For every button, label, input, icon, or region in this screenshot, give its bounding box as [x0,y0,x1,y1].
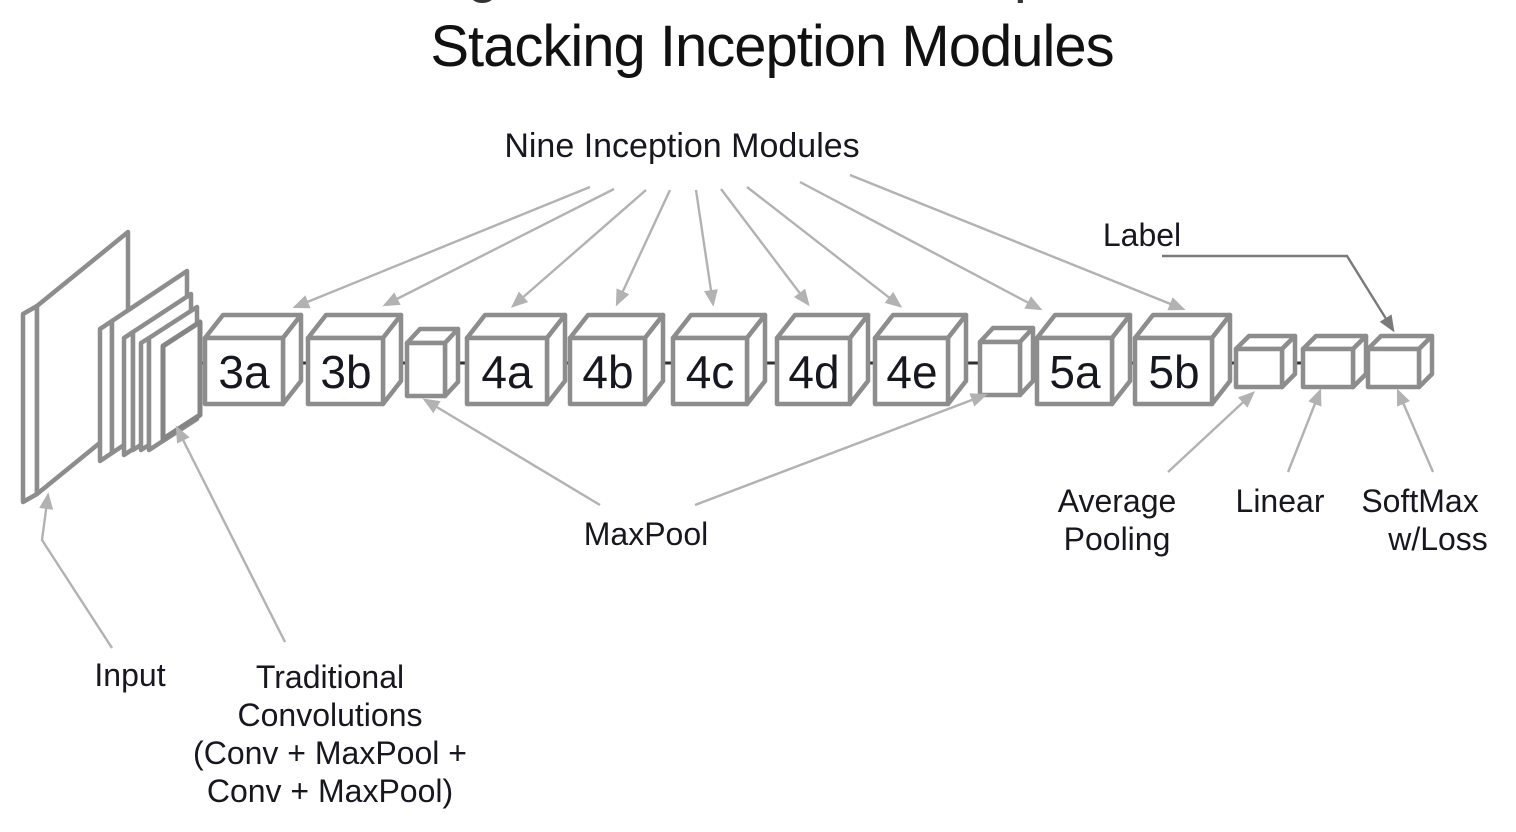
maxpool-pointer-arrow-left [422,398,601,507]
traditional-convolutions-stack [97,268,203,464]
fan-arrow-4c [694,189,718,307]
slide-title: Stacking Inception Modules [430,14,1113,79]
linear-label: Linear [1236,483,1325,519]
maxpool-box-1 [404,326,461,399]
output-label-text: Label [1103,217,1181,253]
softmax-label: SoftMax w/Loss [1361,483,1487,557]
box-label-4e: 4e [886,346,937,398]
inception-box-4e [872,312,969,407]
softmax-pointer-arrow [1396,388,1435,473]
softmax-box [1365,333,1435,390]
box-label-3a: 3a [218,346,270,398]
average-pooling-label: Average Pooling [1058,483,1177,557]
average-pooling-box [1233,333,1298,390]
inception-box-4c [670,312,768,407]
traditional-convolutions-label: Traditional Convolutions (Conv + MaxPool… [193,659,467,809]
fan-arrow-5a [799,180,1043,311]
box-label-4c: 4c [686,346,735,398]
svg-text:SoftMax: SoftMax [1361,483,1478,519]
clipped-glyph-p: p [1014,0,1046,4]
svg-text:Traditional: Traditional [256,659,404,695]
label-pointer-arrow [1162,254,1395,333]
fan-arrow-4e [746,186,903,308]
clipped-glyph-g: g [467,0,499,4]
inception-box-4d [774,312,871,407]
inception-box-5a [1034,312,1133,407]
inception-box-4a [464,312,568,407]
clipped-title-fragment: g p [467,0,1046,4]
input-label: Input [94,657,165,693]
fan-arrow-4b [615,189,672,307]
input-pointer-arrow [39,492,114,649]
svg-text:w/Loss: w/Loss [1387,521,1488,557]
inception-box-3a [202,312,304,407]
fan-arrow-3a [292,185,591,309]
svg-text:(Conv + MaxPool +: (Conv + MaxPool + [193,735,467,771]
linear-box [1300,333,1369,390]
svg-text:Convolutions: Convolutions [238,697,423,733]
svg-text:Pooling: Pooling [1064,521,1171,557]
box-label-5a: 5a [1049,346,1101,398]
nine-modules-arrow-fan [292,173,1186,311]
box-label-4a: 4a [481,346,533,398]
box-label-3b: 3b [320,346,371,398]
maxpool-box-2 [977,325,1036,398]
inception-box-3b [305,312,404,407]
box-label-4b: 4b [582,346,633,398]
inception-box-4b [567,312,666,407]
svg-text:Conv + MaxPool): Conv + MaxPool) [207,773,453,809]
linear-pointer-arrow [1286,388,1322,473]
maxpool-label: MaxPool [584,516,709,552]
fan-arrow-5b [849,173,1186,311]
average-pooling-pointer-arrow [1167,391,1256,473]
box-label-5b: 5b [1148,346,1199,398]
svg-text:Average: Average [1058,483,1177,519]
fan-arrow-4a [510,189,647,308]
traditional-pointer-arrow [175,425,287,643]
box-label-4d: 4d [788,346,839,398]
fan-arrow-3b [382,187,615,307]
inception-box-5b [1132,312,1233,407]
nine-inception-modules-label: Nine Inception Modules [504,127,859,165]
maxpool-pointer-arrow-right [694,393,988,507]
fan-arrow-4d [720,188,810,307]
